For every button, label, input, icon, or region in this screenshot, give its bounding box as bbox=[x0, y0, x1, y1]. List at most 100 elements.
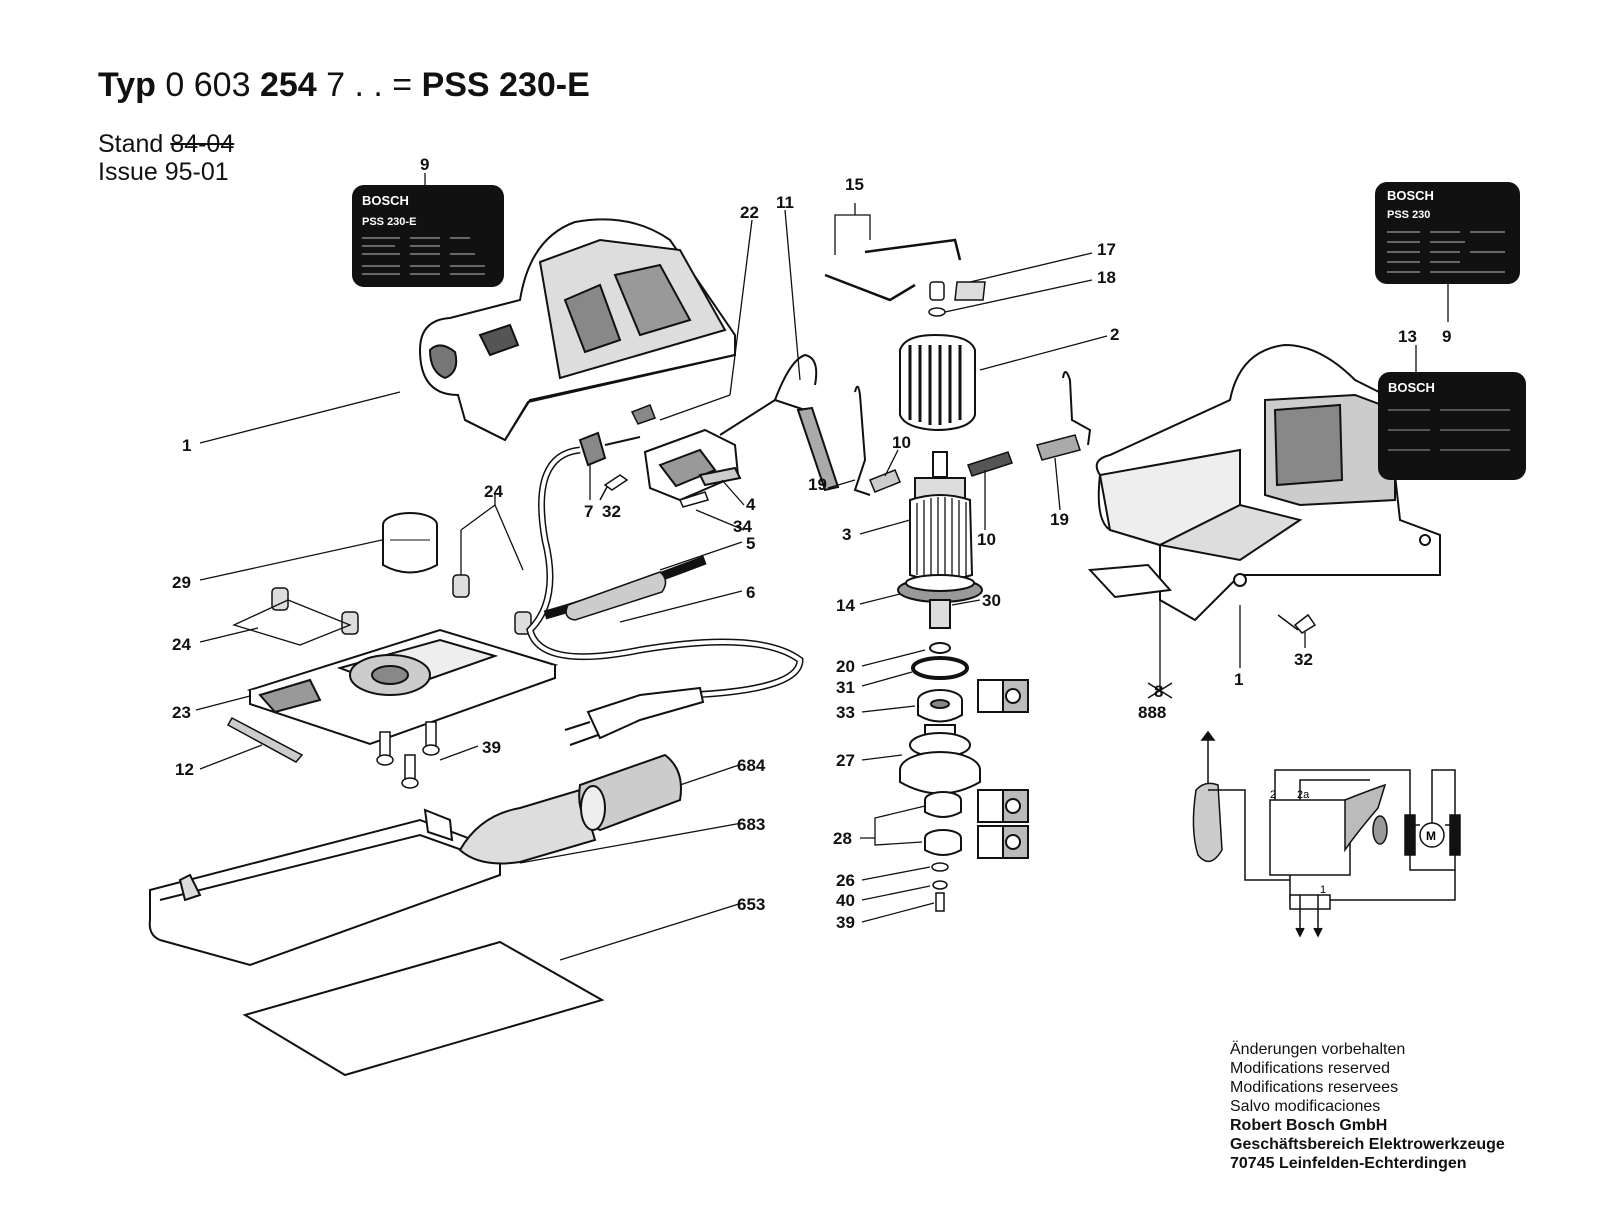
cross-8 bbox=[1147, 682, 1173, 699]
callout-8: 8 bbox=[1154, 682, 1163, 701]
rubber-feet bbox=[271, 574, 532, 635]
leader-39b bbox=[861, 902, 935, 923]
callout-653: 653 bbox=[737, 895, 765, 914]
leader-29 bbox=[199, 539, 383, 581]
screw-32a bbox=[599, 474, 629, 501]
callout-33: 33 bbox=[836, 703, 855, 722]
nameplate-lower: BOSCH bbox=[1378, 372, 1526, 480]
leader-653 bbox=[559, 902, 743, 961]
wire-11 bbox=[719, 353, 840, 492]
leader-34 bbox=[695, 509, 745, 531]
callout-40: 40 bbox=[836, 891, 855, 910]
typ-number: 254 bbox=[259, 66, 317, 104]
leaders-24 bbox=[199, 492, 524, 646]
leader-31 bbox=[861, 671, 913, 687]
typ-suffix: 7 . . = bbox=[326, 66, 413, 104]
callout-10b: 10 bbox=[977, 530, 996, 549]
leader-10a bbox=[884, 449, 899, 477]
leader-6 bbox=[619, 590, 743, 623]
callout-15: 15 bbox=[845, 175, 864, 194]
callout-5: 5 bbox=[746, 534, 755, 553]
callout-26: 26 bbox=[836, 871, 855, 890]
cable-sleeve bbox=[565, 571, 667, 621]
callout-6: 6 bbox=[746, 583, 755, 602]
schematic-term-1: 1 bbox=[1320, 884, 1326, 896]
base-plate bbox=[246, 628, 559, 746]
stand-label: Stand bbox=[98, 130, 164, 158]
cable-clamp bbox=[578, 431, 641, 467]
screws-39 bbox=[376, 721, 440, 789]
callout-683: 683 bbox=[737, 815, 765, 834]
label-sticker bbox=[1087, 563, 1172, 599]
callout-19b: 19 bbox=[1050, 510, 1069, 529]
leader-17 bbox=[969, 252, 1093, 283]
felt-strip bbox=[226, 716, 304, 763]
callout-29: 29 bbox=[172, 573, 191, 592]
typ-prefix: 0 603 bbox=[165, 66, 251, 104]
armature bbox=[897, 451, 983, 629]
switch-assembly bbox=[643, 428, 742, 502]
svg-text:PSS 230-E: PSS 230-E bbox=[362, 216, 416, 228]
callout-20: 20 bbox=[836, 657, 855, 676]
callout-27: 27 bbox=[836, 751, 855, 770]
sanding-sheet bbox=[242, 940, 605, 1077]
model-name: PSS 230-E bbox=[421, 66, 590, 104]
nameplate-left: BOSCH PSS 230-E bbox=[352, 185, 504, 287]
housing-right bbox=[1095, 343, 1441, 622]
callout-23: 23 bbox=[172, 703, 191, 722]
stand-line: Stand 84-04 bbox=[98, 130, 234, 158]
bearing-section-33 bbox=[977, 679, 1029, 713]
leader-23 bbox=[195, 695, 251, 711]
callout-19a: 19 bbox=[808, 475, 827, 494]
callout-24b: 24 bbox=[172, 635, 191, 654]
callout-9a: 9 bbox=[420, 155, 429, 174]
bearing-section-28a bbox=[977, 789, 1029, 823]
callout-11: 11 bbox=[776, 193, 794, 212]
callout-14: 14 bbox=[836, 596, 855, 615]
footer-line: Änderungen vorbehalten bbox=[1230, 1041, 1406, 1058]
svg-text:BOSCH: BOSCH bbox=[1388, 380, 1435, 395]
leader-14 bbox=[859, 593, 901, 605]
screw-34 bbox=[678, 491, 709, 508]
callout-7: 7 bbox=[584, 502, 593, 521]
callout-22: 22 bbox=[740, 203, 759, 222]
small-parts-lower bbox=[931, 862, 949, 912]
leader-22b bbox=[659, 394, 731, 421]
leader-40 bbox=[861, 885, 931, 901]
callout-1b: 1 bbox=[1234, 670, 1243, 689]
leader-4 bbox=[721, 479, 745, 506]
leader-5 bbox=[659, 541, 743, 571]
callout-4: 4 bbox=[746, 495, 756, 514]
callout-2: 2 bbox=[1110, 325, 1119, 344]
housing-left bbox=[418, 218, 736, 442]
screw-32b bbox=[1277, 613, 1317, 634]
brush-cap bbox=[928, 281, 986, 317]
schematic-term-2a: 2a bbox=[1297, 789, 1310, 801]
leader-33 bbox=[861, 705, 916, 713]
filter-bag bbox=[578, 753, 682, 832]
svg-text:BOSCH: BOSCH bbox=[362, 193, 409, 208]
leader-39a bbox=[439, 745, 479, 761]
issue-line: Issue 95-01 bbox=[98, 158, 234, 186]
callout-13: 13 bbox=[1398, 327, 1417, 346]
leader-12 bbox=[199, 744, 263, 770]
company-address: 70745 Leinfelden-Echterdingen bbox=[1230, 1155, 1467, 1172]
eccentric-hub bbox=[899, 724, 981, 795]
leader-20 bbox=[861, 649, 926, 667]
schematic-motor: M bbox=[1426, 829, 1436, 843]
wires-15 bbox=[824, 238, 962, 302]
callout-30: 30 bbox=[982, 591, 1001, 610]
leader-27 bbox=[861, 754, 903, 761]
footer-line: Modifications reservees bbox=[1230, 1079, 1399, 1096]
typ-label: Typ bbox=[98, 66, 156, 104]
callout-39a: 39 bbox=[482, 738, 501, 757]
callout-3: 3 bbox=[842, 525, 851, 544]
revision-block: Stand 84-04 Issue 95-01 bbox=[98, 130, 234, 186]
footer-notice: Änderungen vorbehalten Modifications res… bbox=[1230, 1040, 1505, 1173]
brush-holder-right bbox=[1036, 371, 1092, 461]
nameplate-right: BOSCH PSS 230 bbox=[1375, 182, 1520, 284]
callout-34: 34 bbox=[733, 517, 752, 536]
company-division: Geschäftsbereich Elektrowerkzeuge bbox=[1230, 1136, 1505, 1153]
callout-31: 31 bbox=[836, 678, 855, 697]
